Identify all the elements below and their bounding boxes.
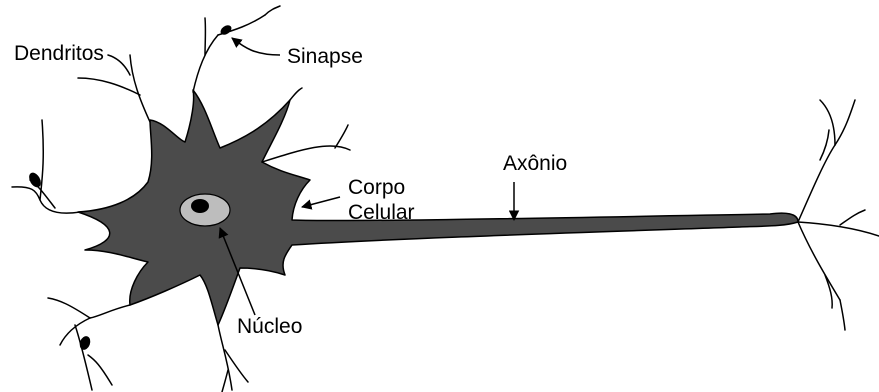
arrow-sinapse [232, 38, 280, 55]
label-sinapse: Sinapse [287, 45, 363, 69]
label-corpo: Corpo [348, 176, 405, 200]
nucleolus [191, 199, 209, 213]
arrow-corpo-celular [302, 197, 340, 207]
synapse-knob-bottom [78, 335, 92, 352]
label-celular: Celular [348, 201, 415, 225]
label-dendritos: Dendritos [14, 42, 104, 66]
label-nucleo: Núcleo [237, 315, 302, 339]
label-axonio: Axônio [503, 152, 567, 176]
